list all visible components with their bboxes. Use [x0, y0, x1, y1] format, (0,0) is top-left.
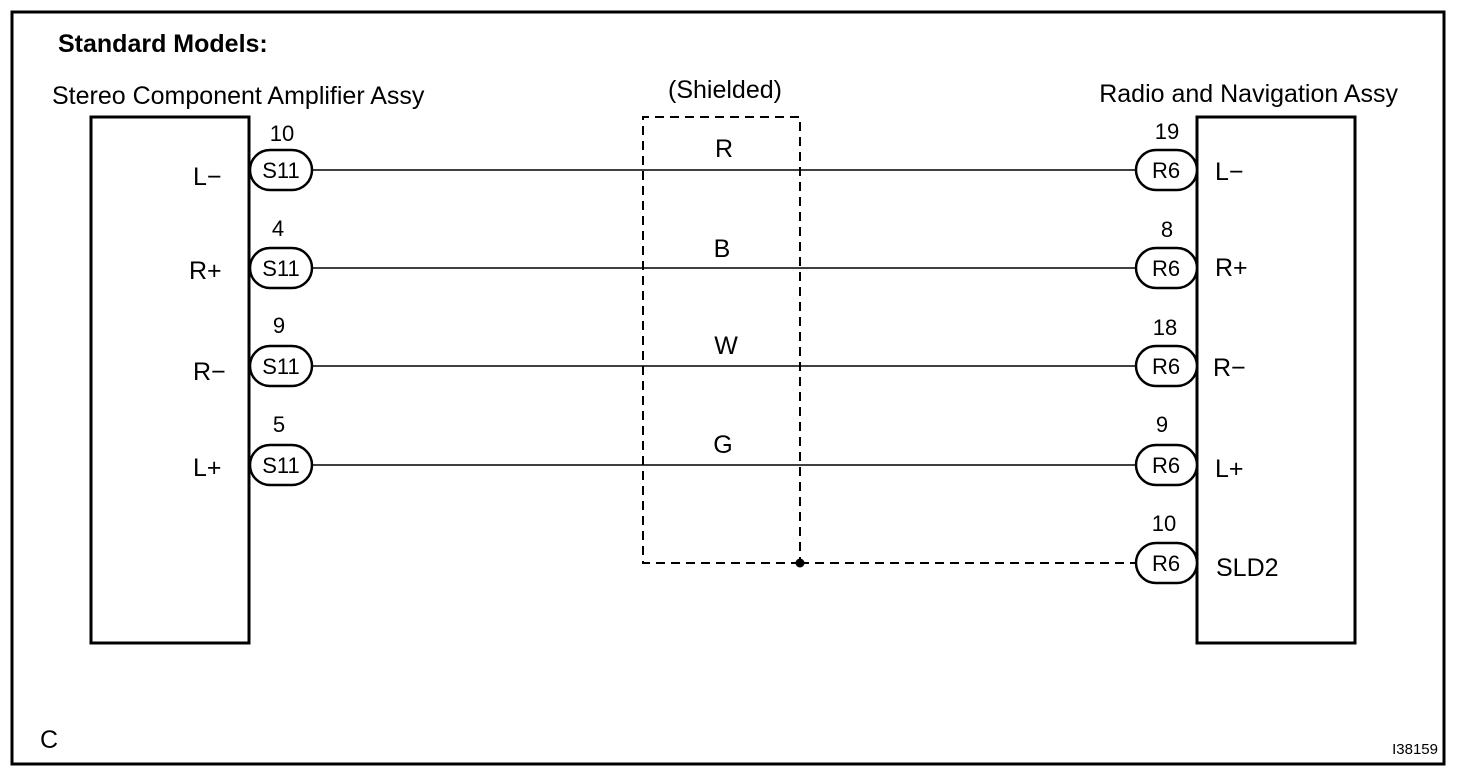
- left-connector-label: S11: [262, 256, 300, 281]
- right-connector-oval: [1134, 148, 1199, 192]
- left-terminal-label: L+: [193, 454, 222, 482]
- wire-color-label: G: [713, 431, 732, 459]
- right-connector-oval: [1134, 443, 1199, 487]
- left-terminal-label: R+: [189, 257, 222, 285]
- right-component-name: Radio and Navigation Assy: [1099, 80, 1398, 108]
- page-title: Standard Models:: [58, 30, 268, 58]
- figure-id: I38159: [1392, 741, 1438, 758]
- shield-junction-dot: [795, 558, 805, 568]
- left-terminal-label: L−: [193, 163, 222, 191]
- left-pin-number: 9: [273, 313, 285, 338]
- right-terminal-label: L−: [1215, 158, 1244, 186]
- left-connector-label: S11: [262, 158, 300, 183]
- right-pin-number: 18: [1153, 315, 1177, 340]
- left-pin-number: 5: [273, 412, 285, 437]
- right-terminal-label: R+: [1215, 254, 1248, 282]
- wire-color-label: W: [714, 332, 738, 360]
- right-connector-label: R6: [1152, 551, 1180, 576]
- left-connector-oval: [248, 246, 314, 290]
- right-connector-oval: [1134, 246, 1199, 290]
- corner-letter: C: [40, 726, 58, 754]
- shield-box: [642, 116, 801, 564]
- left-connector-label: S11: [262, 453, 300, 478]
- right-pin-number: 8: [1161, 217, 1173, 242]
- right-pin-number: 9: [1156, 412, 1168, 437]
- wire-row-1: R L− 10 S11 19 R6 L−: [193, 119, 1244, 192]
- right-pin-number: 10: [1152, 511, 1176, 536]
- right-connector-label: R6: [1152, 158, 1180, 183]
- shield-label: (Shielded): [668, 76, 782, 104]
- right-connector-label: R6: [1152, 453, 1180, 478]
- left-connector-label: S11: [262, 354, 300, 379]
- wire-color-label: R: [715, 135, 733, 163]
- left-connector-oval: [248, 344, 314, 388]
- right-terminal-label: R−: [1213, 354, 1246, 382]
- right-connector-label: R6: [1152, 354, 1180, 379]
- left-connector-oval: [248, 443, 314, 487]
- shield-ground-row: 10 R6 SLD2: [1134, 511, 1279, 585]
- left-terminal-label: R−: [193, 358, 226, 386]
- left-component-box: [89, 115, 251, 645]
- right-pin-number: 19: [1155, 119, 1179, 144]
- left-component-name: Stereo Component Amplifier Assy: [52, 82, 425, 110]
- right-connector-oval: [1134, 541, 1199, 585]
- right-connector-label: R6: [1152, 256, 1180, 281]
- left-connector-oval: [248, 148, 314, 192]
- wire-row-3: W R− 9 S11 18 R6 R−: [193, 313, 1246, 388]
- right-component-box: [1195, 115, 1357, 645]
- left-pin-number: 4: [272, 216, 284, 241]
- left-pin-number: 10: [270, 121, 294, 146]
- right-terminal-label: L+: [1215, 455, 1244, 483]
- wire-row-4: G L+ 5 S11 9 R6 L+: [193, 412, 1244, 487]
- right-terminal-label: SLD2: [1216, 554, 1279, 582]
- wire-row-2: B R+ 4 S11 8 R6 R+: [189, 216, 1248, 290]
- wire-color-label: B: [714, 235, 731, 263]
- diagram-frame: [10, 10, 1446, 766]
- right-connector-oval: [1134, 344, 1199, 388]
